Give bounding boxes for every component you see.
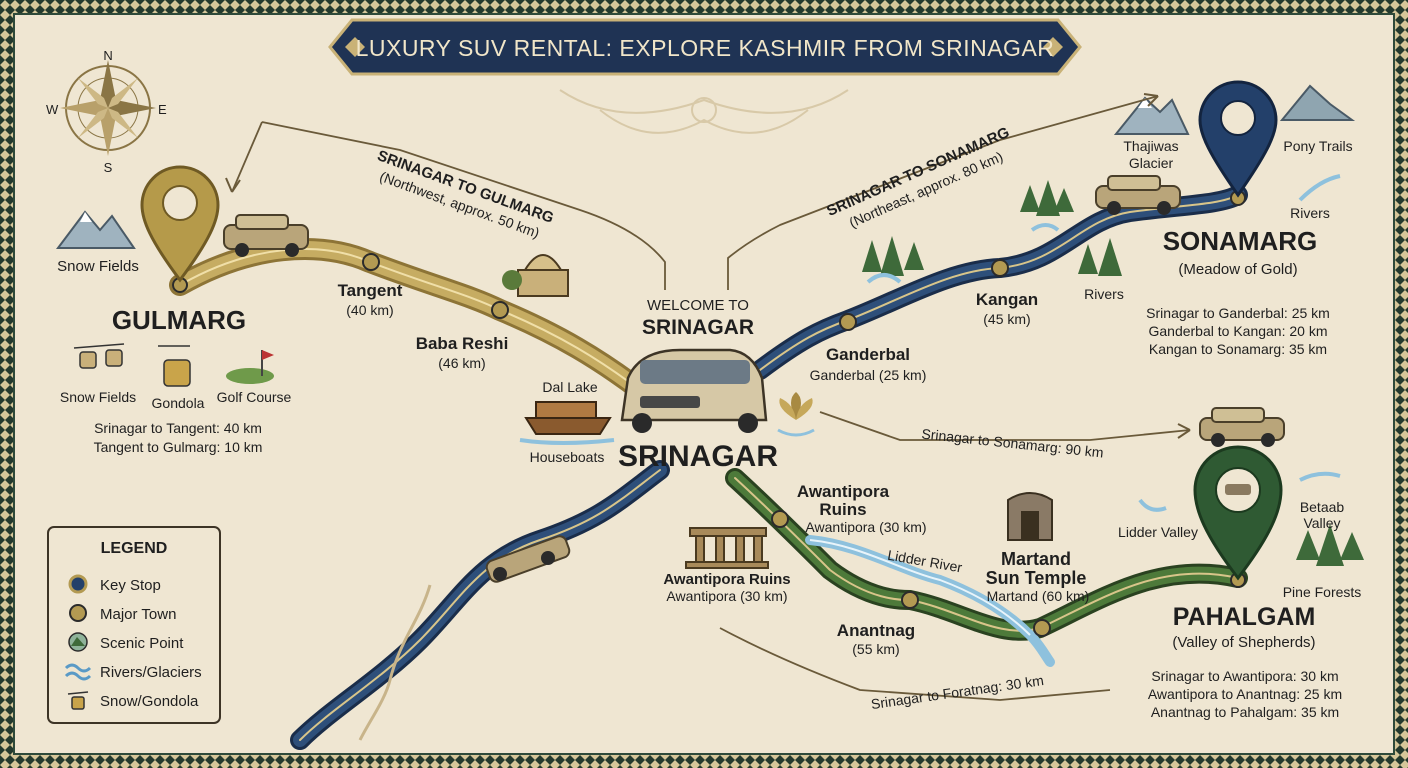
- gondola-legend-icon: [67, 691, 89, 710]
- stop-anantnag-name: Anantnag: [837, 621, 915, 640]
- stop-awantipora-name-2: Ruins: [819, 500, 866, 519]
- suv-icon-srinagar: [620, 348, 768, 433]
- betaab-label: Betaab: [1300, 499, 1345, 515]
- suv-icon-sonamarg: [1095, 175, 1181, 215]
- title-banner: LUXURY SUV RENTAL: EXPLORE KASHMIR FROM …: [328, 18, 1082, 76]
- stop-markers: [172, 190, 1246, 637]
- road-pahalgam: [725, 468, 1248, 641]
- gulmarg-name: GULMARG: [112, 305, 246, 335]
- srinagar-city-label: SRINAGAR: [618, 440, 778, 473]
- pahalgam-pin-icon: [1193, 445, 1283, 581]
- scenic-point-icon: [68, 632, 88, 652]
- compass-rose: N S E W: [46, 48, 167, 175]
- golf-icon: [226, 350, 274, 384]
- stop-baba-reshi-name: Baba Reshi: [416, 334, 509, 353]
- gulmarg-pin-icon: [140, 165, 220, 283]
- stop-martand-dist: Martand (60 km): [987, 588, 1090, 604]
- awantipora-ruins-left-name: Awantipora Ruins: [663, 571, 790, 588]
- pine-forests-label: Pine Forests: [1283, 584, 1362, 600]
- legend-item-major-town: Major Town: [100, 606, 176, 623]
- key-stop-swatch: [68, 574, 88, 594]
- gondola-label: Gondola: [152, 395, 205, 411]
- compass-n: N: [103, 48, 112, 63]
- mountain-icon: [56, 210, 136, 249]
- legend-item-snow-gondola: Snow/Gondola: [100, 693, 199, 710]
- stop-awantipora-name: Awantipora: [797, 482, 890, 501]
- sonamarg-name: SONAMARG: [1163, 226, 1318, 256]
- legend: LEGEND Key Stop Major Town Scenic Point …: [47, 526, 221, 724]
- sonamarg-distance-1: Srinagar to Ganderbal: 25 km: [1146, 305, 1330, 321]
- shrine-icon: [502, 254, 569, 297]
- stop-baba-reshi-dist: (46 km): [438, 355, 485, 371]
- suv-icon-southwest: [485, 535, 571, 583]
- stop-tangent-dist: (40 km): [346, 302, 393, 318]
- suv-icon-east: [1199, 407, 1285, 447]
- gulmarg-distance-1: Srinagar to Tangent: 40 km: [94, 420, 262, 436]
- stop-martand-name: Martand: [1001, 549, 1071, 569]
- compass-w: W: [46, 102, 59, 117]
- route-arrows: [231, 95, 1191, 701]
- welcome-label: WELCOME TO: [647, 297, 749, 314]
- gondola-icon: [73, 343, 191, 387]
- awantipora-ruins-left-dist: Awantipora (30 km): [666, 588, 787, 604]
- thajiwas-label: Thajiwas: [1123, 138, 1178, 154]
- stop-awantipora-dist: Awantipora (30 km): [805, 519, 926, 535]
- compass-s: S: [104, 160, 113, 175]
- dal-lake-label: Dal Lake: [542, 379, 597, 395]
- pahalgam-distance-3: Anantnag to Pahalgam: 35 km: [1151, 704, 1339, 720]
- compass-e: E: [158, 102, 167, 117]
- stop-ganderbal-dist: Ganderbal (25 km): [810, 367, 927, 383]
- sonamarg-pin-icon: [1198, 80, 1278, 198]
- legend-item-key-stop: Key Stop: [100, 577, 161, 594]
- pahalgam-name: PAHALGAM: [1173, 603, 1316, 631]
- legend-item-rivers-glaciers: Rivers/Glaciers: [100, 664, 202, 681]
- stop-kangan-name: Kangan: [976, 290, 1038, 309]
- valley-label: Valley: [1303, 515, 1340, 531]
- pahalgam-distance-1: Srinagar to Awantipora: 30 km: [1151, 668, 1338, 684]
- ruins-icon: [685, 527, 769, 569]
- snow-fields-label-2: Snow Fields: [60, 389, 136, 405]
- tree-icon: [862, 180, 1364, 566]
- golf-course-label: Golf Course: [217, 389, 292, 405]
- stop-anantnag-dist: (55 km): [852, 641, 899, 657]
- lotus-icon: [777, 392, 815, 437]
- stop-ganderbal-name: Ganderbal: [826, 345, 910, 364]
- sonamarg-distance-2: Ganderbal to Kangan: 20 km: [1148, 323, 1327, 339]
- sonamarg-distance-3: Kangan to Sonamarg: 35 km: [1149, 341, 1327, 357]
- rivers-label: Rivers: [1290, 205, 1330, 221]
- houseboats-label: Houseboats: [530, 449, 605, 465]
- sonamarg-tagline: (Meadow of Gold): [1178, 261, 1297, 278]
- welcome-city-label: SRINAGAR: [642, 316, 754, 339]
- stream-icon: [866, 174, 1341, 512]
- mandala-ornament: [559, 89, 849, 134]
- road-gulmarg: [169, 238, 651, 401]
- pony-trails-label: Pony Trails: [1283, 138, 1352, 154]
- mountain-icon: [1279, 84, 1356, 121]
- suv-icon-gulmarg: [223, 214, 309, 257]
- gulmarg-distance-2: Tangent to Gulmarg: 10 km: [94, 439, 263, 455]
- snow-fields-label: Snow Fields: [57, 258, 139, 275]
- stop-tangent-name: Tangent: [338, 281, 403, 300]
- glacier-label: Glacier: [1129, 155, 1174, 171]
- dirt-track: [358, 584, 432, 741]
- houseboat-icon: [519, 401, 615, 445]
- stop-kangan-dist: (45 km): [983, 311, 1030, 327]
- temple-icon: [1007, 492, 1053, 541]
- lidder-valley-label: Lidder Valley: [1118, 524, 1198, 540]
- road-southwest: [290, 460, 670, 750]
- legend-title: LEGEND: [101, 540, 168, 557]
- legend-item-scenic-point: Scenic Point: [100, 635, 184, 652]
- major-town-swatch: [69, 604, 87, 622]
- stop-martand-name-2: Sun Temple: [986, 568, 1087, 588]
- river-wave-icon: [64, 663, 92, 681]
- pahalgam-tagline: (Valley of Shepherds): [1172, 634, 1315, 651]
- rivers-label-2: Rivers: [1084, 286, 1124, 302]
- page-title: LUXURY SUV RENTAL: EXPLORE KASHMIR FROM …: [356, 35, 1055, 61]
- pahalgam-distance-2: Awantipora to Anantnag: 25 km: [1148, 686, 1342, 702]
